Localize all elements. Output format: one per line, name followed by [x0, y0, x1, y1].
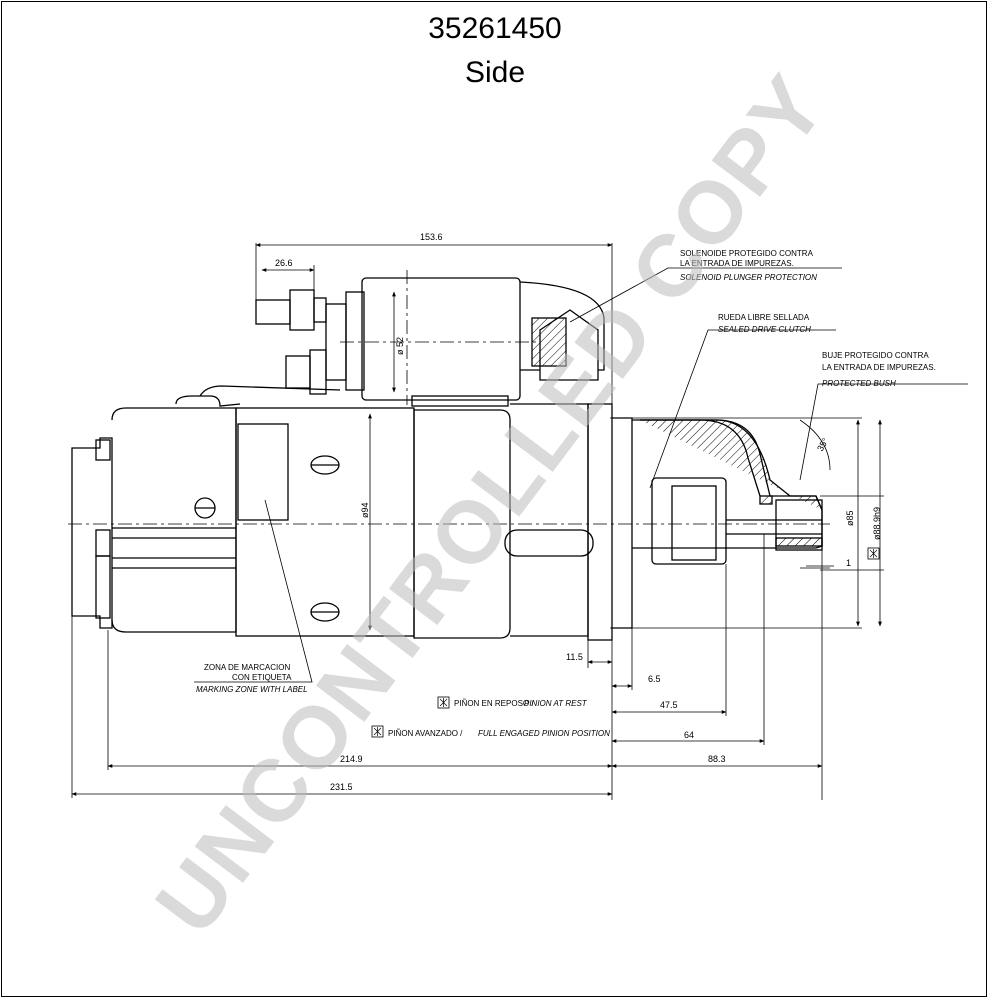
- dim-solenoid-dia: ø 52: [395, 337, 405, 355]
- note-solenoid-es2: LA ENTRADA DE IMPUREZAS.: [680, 259, 794, 268]
- note-marking-en: MARKING ZONE WITH LABEL: [196, 685, 308, 694]
- battery-terminal: [255, 299, 291, 325]
- pinion-gear: [775, 499, 823, 551]
- solenoid-base: [411, 395, 509, 407]
- note-bush-es2: LA ENTRADA DE IMPUREZAS.: [822, 363, 936, 372]
- dim-body-dia: ø94: [360, 502, 370, 518]
- note-solenoid-es1: SOLENOIDE PROTEGIDO CONTRA: [680, 249, 814, 258]
- dim-flange-dia: ø88.9h9: [872, 507, 882, 540]
- rear-bolt-top: [95, 439, 111, 461]
- note-bush-en: PROTECTED BUSH: [822, 379, 896, 388]
- note-pinion-rest-es: PIÑON EN REPOSO /: [454, 699, 534, 708]
- dim-body-length: 214.9: [340, 754, 363, 764]
- solenoid-body: [361, 277, 521, 401]
- pinion-clutch: [651, 477, 727, 565]
- note-solenoid-en: SOLENOID PLUNGER PROTECTION: [680, 273, 817, 282]
- dim-gap: 1: [846, 558, 851, 568]
- dim-rest-length: 47.5: [660, 700, 678, 710]
- note-clutch-es: RUEDA LIBRE SELLADA: [718, 313, 810, 322]
- rear-bolt-mid: [95, 529, 111, 557]
- dim-total-length: 231.5: [330, 782, 353, 792]
- terminal-nut-top: [289, 289, 315, 331]
- dim-overall-top: 153.6: [420, 232, 443, 242]
- rear-cover: [71, 437, 113, 629]
- centerlines: [68, 270, 830, 525]
- solenoid-cap: [345, 291, 365, 391]
- watermark: UNCONTROLLED COPY: [136, 56, 845, 951]
- shaft-boss: [504, 529, 594, 557]
- dim-pinion-dia: ø85: [845, 510, 855, 526]
- flange-dia-symbol: [867, 547, 880, 560]
- part-number-title: 35261450: [428, 12, 562, 45]
- note-pinion-rest-en: PINION AT REST: [524, 699, 588, 708]
- note-pinion-engaged-en: FULL ENGAGED PINION POSITION: [478, 729, 610, 738]
- pinion-engaged-symbol: [371, 725, 384, 738]
- view-label: Side: [464, 56, 526, 89]
- dimension-lines: [71, 243, 968, 800]
- note-clutch-en: SEALED DRIVE CLUTCH: [718, 325, 811, 334]
- plunger-boot-hatch: [531, 317, 567, 367]
- starter-outline: [71, 277, 823, 641]
- note-marking-es1: ZONA DE MARCACION: [204, 663, 290, 672]
- nose-section-hatch: [640, 419, 823, 511]
- intermediate-housing: [413, 409, 511, 639]
- note-bush-es1: BUJE PROTEGIDO CONTRA: [822, 351, 929, 360]
- mounting-flange: [587, 403, 613, 641]
- dim-nose-length: 88.3: [708, 754, 726, 764]
- terminal-nut-bottom: [285, 355, 311, 389]
- note-pinion-engaged-es: PIÑON AVANZADO /: [388, 729, 463, 738]
- dim-terminal: 26.6: [275, 258, 293, 268]
- bush-seal: [759, 495, 773, 505]
- dim-flange-thk: 11.5: [566, 652, 583, 662]
- link-cable: [175, 385, 341, 407]
- rear-housing: [111, 407, 237, 633]
- label-plate: [237, 423, 289, 521]
- dim-rest-offset: 6.5: [648, 674, 661, 684]
- dim-angle: 35°: [815, 436, 831, 453]
- rear-bolt-low: [95, 555, 111, 619]
- dim-engaged-length: 64: [684, 730, 694, 740]
- note-marking-es2: CON ETIQUETA: [232, 673, 292, 682]
- pinion-rest-symbol: [437, 696, 450, 709]
